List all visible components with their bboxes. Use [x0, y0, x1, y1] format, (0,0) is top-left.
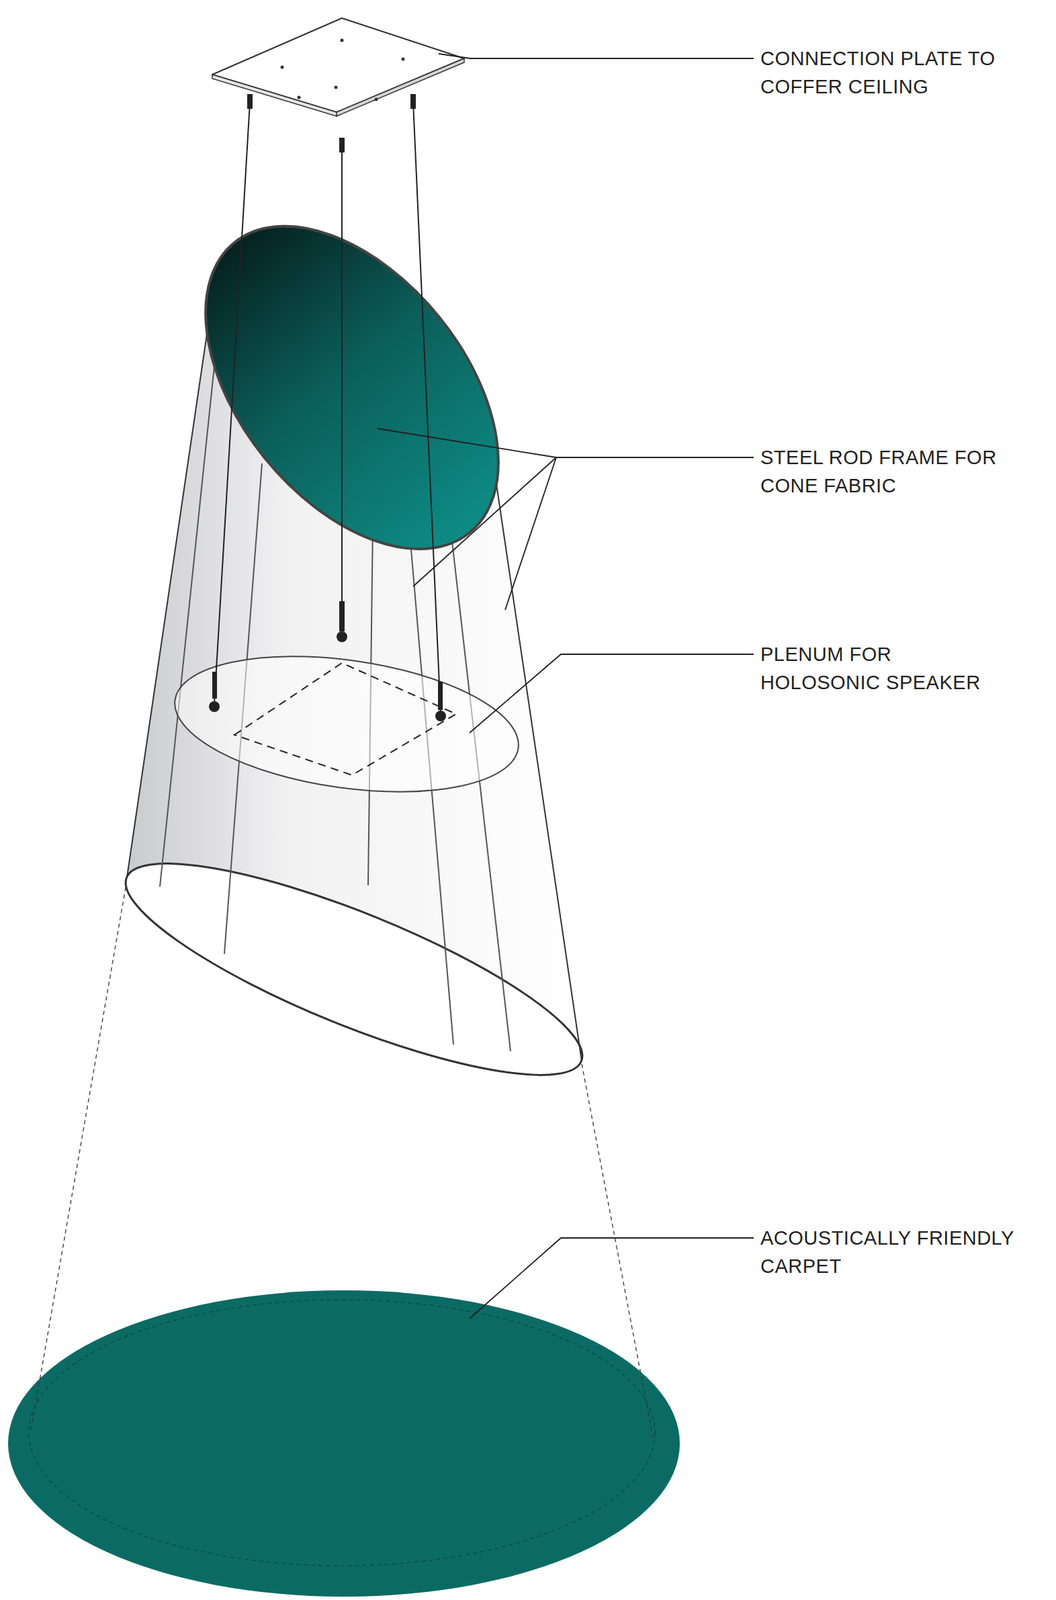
- plate-edge: [212, 74, 337, 117]
- connection-plate: [212, 18, 465, 113]
- bottom-ring: [105, 824, 603, 1114]
- callout-label: ACOUSTICALLY FRIENDLY CARPET: [760, 1223, 1016, 1281]
- plenum: [165, 636, 527, 812]
- cone-edge: [126, 315, 210, 878]
- plate-edge: [336, 58, 465, 117]
- projection-line: [581, 1064, 653, 1438]
- leader-lines: [377, 53, 754, 1319]
- turnbuckles: [208, 94, 447, 722]
- carpet-outline: [28, 1299, 655, 1566]
- callout-label: PLENUM FOR HOLOSONIC SPEAKER: [760, 640, 1016, 697]
- callout-label: CONNECTION PLATE TO COFFER CEILING: [760, 44, 1054, 101]
- speaker-outline: [234, 663, 457, 776]
- projection-line: [30, 880, 127, 1431]
- carpet: [8, 1290, 680, 1597]
- plate-holes: [280, 38, 406, 102]
- top-ring: [147, 171, 557, 604]
- suspension-cables: [214, 102, 441, 715]
- callout-label: STEEL ROD FRAME FOR CONE FABRIC: [760, 443, 1054, 500]
